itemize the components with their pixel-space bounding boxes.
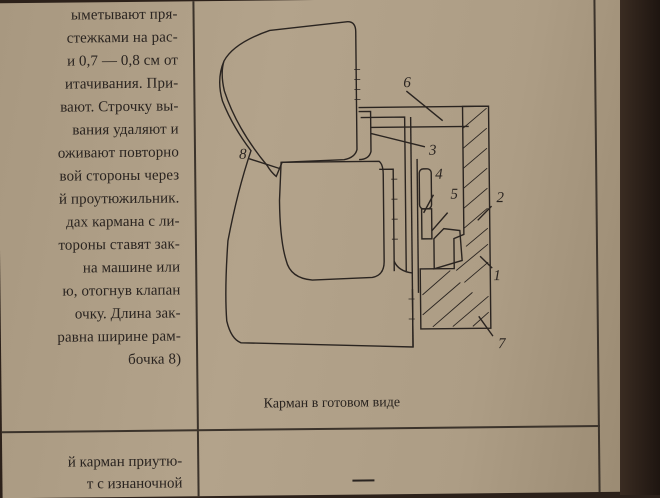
callout-2: 2 <box>496 190 504 206</box>
welt-right <box>417 159 418 293</box>
lower-edge <box>394 261 412 273</box>
text-line: й карман приутю- <box>2 453 182 472</box>
page-edge-shadow <box>620 0 660 495</box>
stitch-element-2 <box>422 209 432 239</box>
leader-6 <box>406 91 442 121</box>
welt-left <box>411 117 413 347</box>
pocket-bag <box>359 111 372 159</box>
facing-line <box>371 126 469 127</box>
callout-5: 5 <box>450 187 458 203</box>
text-line: т с изнаночной <box>2 475 182 494</box>
leader-5 <box>432 213 448 231</box>
page-dash <box>352 479 374 481</box>
figure-caption: Карман в готовом виде <box>264 394 474 412</box>
lower-text-column: й карман приутю- т с изнаночной <box>2 451 192 498</box>
callout-8: 8 <box>239 147 247 163</box>
leader-3 <box>371 133 425 148</box>
callout-6: 6 <box>403 75 411 91</box>
book-page: ыметывают пря- стежками на рас- и 0,7 — … <box>0 0 635 498</box>
pocket-flap <box>279 161 384 280</box>
flap-edge <box>379 169 394 271</box>
callout-3: 3 <box>428 143 437 159</box>
leader-8 <box>249 158 279 168</box>
pocket-diagram: 1 2 3 4 5 6 7 8 <box>0 0 635 498</box>
callout-4: 4 <box>435 167 443 183</box>
hatching <box>421 108 489 327</box>
callout-1: 1 <box>493 268 501 284</box>
tape <box>434 228 462 268</box>
callout-7: 7 <box>498 336 507 352</box>
